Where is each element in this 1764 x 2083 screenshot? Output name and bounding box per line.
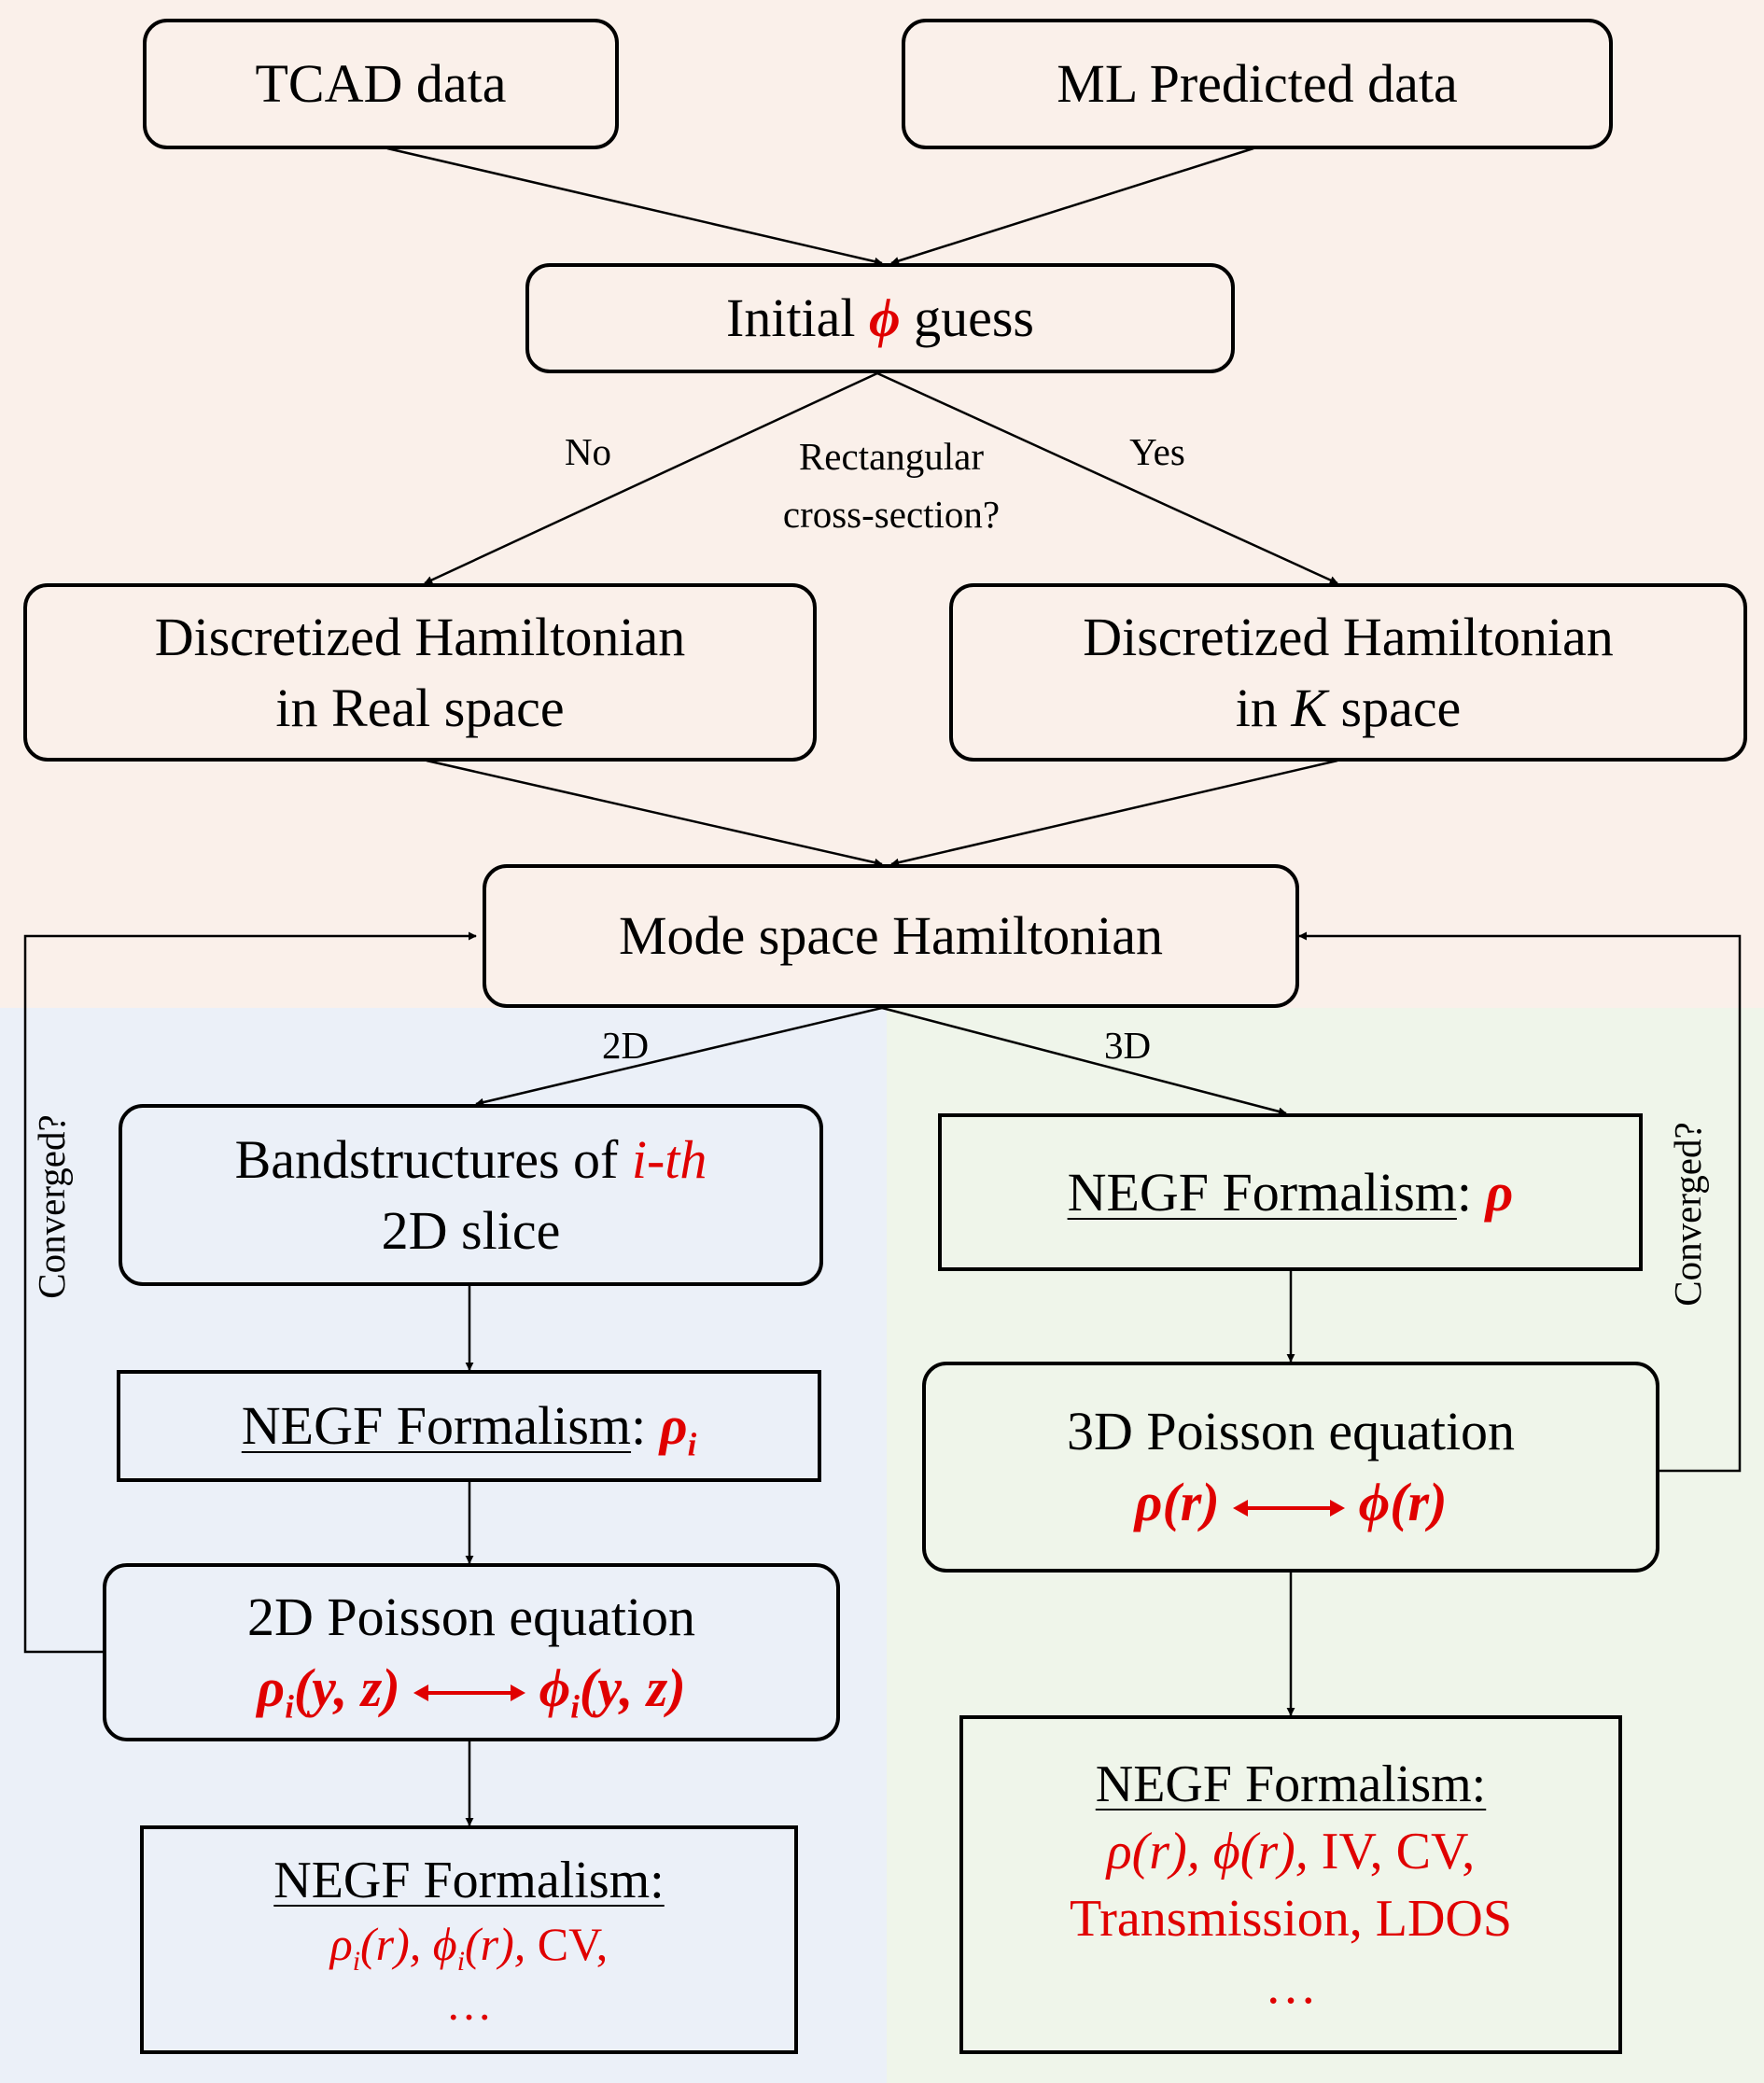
- node-hamiltonian-k-space: Discretized Hamiltonian in K space: [949, 583, 1747, 762]
- edge-initial-to-ham-real: [424, 371, 878, 585]
- negf-final-3d-ivcv: IV, CV,: [1321, 1822, 1476, 1880]
- poisson3d-title: 3D Poisson equation: [1066, 1401, 1516, 1461]
- negf-final-3d-ellipsis: …: [1265, 1956, 1317, 2015]
- poisson2d-rho-symbol: ρ: [257, 1657, 286, 1718]
- node-mode-space-hamiltonian: Mode space Hamiltonian: [483, 864, 1299, 1008]
- edge-initial-to-ham-k: [876, 371, 1338, 585]
- edge-ml-to-initial: [890, 147, 1254, 265]
- negf-left-rho: ρi: [659, 1395, 697, 1461]
- poisson2d-rho-sub: i: [285, 1688, 294, 1726]
- negf-final-3d-rho: ρ(r),: [1106, 1822, 1213, 1880]
- negf-left-label: NEGF Formalism: ρi: [242, 1391, 697, 1461]
- negf-final-2d-phi-sub: i: [456, 1945, 466, 1977]
- bandstructures-pre: Bandstructures of: [234, 1128, 619, 1190]
- edge-loop-left-converged: [23, 931, 477, 1654]
- initial-pre: Initial: [726, 287, 856, 348]
- node-hamiltonian-real-space: Discretized Hamiltonian in Real space: [23, 583, 817, 762]
- poisson2d-phi-args: (y, z): [579, 1657, 686, 1718]
- negf-final-2d-cv: CV,: [537, 1917, 609, 1970]
- poisson2d-rho-args: (y, z): [293, 1657, 400, 1718]
- edge-label-3d: 3D: [1103, 1024, 1152, 1067]
- node-negf-rho-i: NEGF Formalism: ρi: [117, 1370, 821, 1482]
- negf-final-2d-title: NEGF Formalism:: [273, 1851, 665, 1909]
- region-2d-branch: [0, 1008, 887, 2083]
- ham-k-pre: in: [1235, 677, 1278, 738]
- double-arrow-icon: [413, 1685, 526, 1702]
- edge-label-converged-right: Converged?: [1666, 1122, 1709, 1307]
- negf-final-2d-phi: ϕi(r),: [432, 1917, 538, 1976]
- ham-k-symbol: K: [1291, 677, 1327, 738]
- bandstructures-line2: 2D slice: [381, 1199, 561, 1261]
- region-3d-branch: [887, 1008, 1764, 2083]
- node-bandstructures: Bandstructures of i-th 2D slice: [119, 1104, 823, 1286]
- negf-final-2d-ellipsis: …: [445, 1977, 493, 2030]
- node-initial-guess: Initial ϕ guess: [525, 263, 1235, 373]
- edge-mode-to-bandstructures: [475, 1006, 883, 1107]
- node-tcad-data: TCAD data: [143, 19, 619, 149]
- region-input-stage: [0, 0, 1764, 1008]
- phi-symbol: ϕ: [869, 287, 901, 348]
- negf-final-3d-title: NEGF Formalism:: [1095, 1754, 1487, 1813]
- edge-label-no: No: [564, 430, 612, 473]
- edge-label-question: Rectangular cross-section?: [719, 427, 1064, 543]
- double-arrow-icon: [1233, 1499, 1346, 1517]
- edge-label-yes: Yes: [1129, 430, 1185, 473]
- negf-final-2d-rho-symbol: ρ: [329, 1917, 353, 1970]
- question-line1: Rectangular: [798, 435, 985, 478]
- negf-final-2d-phi-args: (r),: [465, 1917, 538, 1970]
- ith-label: i-th: [631, 1128, 707, 1190]
- negf-right-colon: :: [1456, 1161, 1473, 1223]
- node-ml-predicted-data-label: ML Predicted data: [1057, 53, 1458, 114]
- node-negf-final-3d: NEGF Formalism: ρ(r), ϕ(r), IV, CV, Tran…: [959, 1715, 1622, 2054]
- bandstructures-line1: Bandstructures of i-th: [235, 1125, 707, 1195]
- poisson2d-title: 2D Poisson equation: [246, 1586, 696, 1647]
- ham-k-line1: Discretized Hamiltonian: [1083, 606, 1614, 667]
- ham-real-line2: in Real space: [275, 677, 565, 738]
- negf-final-2d-rho-sub: i: [352, 1945, 361, 1977]
- negf-final-3d-line3: Transmission, LDOS: [1069, 1889, 1513, 1948]
- negf-left-rho-sub: i: [687, 1426, 697, 1463]
- negf-right-title: NEGF Formalism: [1067, 1161, 1457, 1223]
- negf-left-title: NEGF Formalism: [241, 1395, 632, 1456]
- ham-k-post: space: [1340, 677, 1462, 738]
- question-line2: cross-section?: [782, 493, 1001, 536]
- edge-tcad-to-initial: [386, 147, 883, 266]
- edge-label-2d: 2D: [601, 1024, 650, 1067]
- ham-real-line1: Discretized Hamiltonian: [154, 606, 686, 667]
- node-negf-rho: NEGF Formalism: ρ: [938, 1113, 1643, 1271]
- poisson3d-relation: ρ(r) ϕ(r): [1135, 1467, 1448, 1538]
- poisson2d-phi-symbol: ϕ: [539, 1657, 571, 1718]
- edge-mode-to-negf-right: [881, 1006, 1287, 1116]
- edge-ham-k-to-mode: [890, 759, 1338, 867]
- negf-final-2d-rho: ρi(r),: [329, 1917, 433, 1976]
- negf-final-3d-outputs: ρ(r), ϕ(r), IV, CV,: [1107, 1818, 1476, 1885]
- node-negf-final-2d: NEGF Formalism: ρi(r), ϕi(r), CV, …: [140, 1825, 798, 2054]
- node-poisson-3d: 3D Poisson equation ρ(r) ϕ(r): [922, 1362, 1659, 1573]
- poisson2d-relation: ρi(y, z) ϕi(y, z): [257, 1653, 685, 1724]
- node-mode-space-label: Mode space Hamiltonian: [618, 905, 1164, 966]
- ham-k-line2: in K space: [1236, 673, 1462, 744]
- negf-final-2d-phi-symbol: ϕ: [432, 1917, 457, 1970]
- poisson2d-phi-sub: i: [570, 1688, 580, 1726]
- node-poisson-2d: 2D Poisson equation ρi(y, z) ϕi(y, z): [103, 1563, 840, 1741]
- negf-left-rho-symbol: ρ: [659, 1395, 688, 1456]
- negf-left-colon: :: [631, 1395, 647, 1456]
- negf-right-label: NEGF Formalism: ρ: [1068, 1157, 1514, 1228]
- negf-final-2d-outputs: ρi(r), ϕi(r), CV,: [329, 1914, 609, 1976]
- node-ml-predicted-data: ML Predicted data: [902, 19, 1613, 149]
- poisson3d-phi: ϕ(r): [1358, 1472, 1448, 1532]
- edge-loop-right-converged: [1298, 931, 1742, 1473]
- node-tcad-data-label: TCAD data: [255, 53, 507, 114]
- node-initial-guess-label: Initial ϕ guess: [726, 283, 1034, 354]
- edge-ham-real-to-mode: [426, 759, 883, 867]
- edge-label-converged-left: Converged?: [30, 1114, 73, 1299]
- negf-right-rho: ρ: [1485, 1161, 1514, 1223]
- negf-final-2d-rho-args: (r),: [360, 1917, 433, 1970]
- negf-final-3d-phi: ϕ(r),: [1212, 1822, 1322, 1880]
- initial-post: guess: [914, 287, 1034, 348]
- poisson3d-rho: ρ(r): [1134, 1472, 1220, 1532]
